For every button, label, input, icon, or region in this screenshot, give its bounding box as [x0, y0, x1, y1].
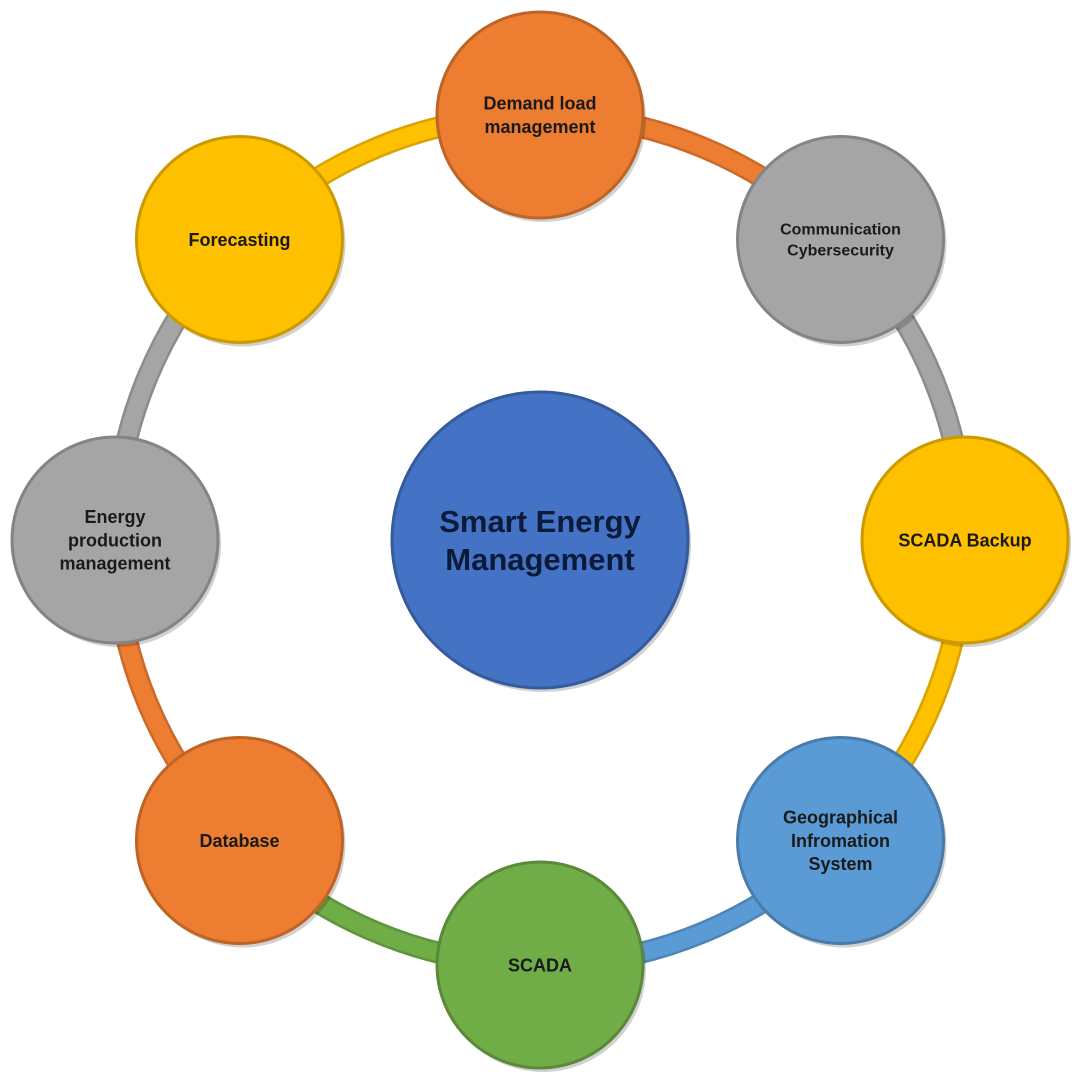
node-label: Energy production management: [59, 507, 170, 574]
node-forecasting: Forecasting: [134, 134, 346, 347]
node-label-line: Cybersecurity: [787, 242, 894, 259]
node-label-line: Forecasting: [188, 230, 290, 250]
center-circle: [390, 390, 690, 690]
node-circle: [435, 10, 645, 220]
node-label-line: Database: [199, 831, 279, 851]
node-label-line: SCADA: [508, 955, 572, 975]
node-label-line: Infromation: [791, 831, 890, 851]
node-circle: [134, 134, 344, 344]
node-label-line: Communication: [780, 222, 901, 239]
node-circle: [134, 736, 344, 946]
node-label: Demand load management: [483, 94, 596, 137]
node-label: Database: [199, 831, 279, 851]
node-label-line: System: [808, 854, 872, 874]
node-label-line: Demand load: [483, 94, 596, 114]
node-label: Forecasting: [188, 230, 290, 250]
node-label-line: SCADA Backup: [898, 530, 1031, 550]
node-circle: [860, 435, 1070, 645]
node-label-line: Geographical: [783, 807, 898, 827]
center-label-line: Smart Energy: [439, 504, 641, 539]
node-label-line: production: [68, 530, 162, 550]
node-circle: [736, 134, 946, 344]
node-demand-load-management: Demand load management: [435, 10, 646, 222]
node-circle: [10, 435, 220, 645]
node-label-line: management: [59, 554, 170, 574]
node-label: SCADA Backup: [898, 530, 1031, 550]
node-label-line: management: [484, 117, 595, 137]
node-circle: [736, 736, 946, 946]
node-energy-production-management: Energy production management: [10, 435, 221, 647]
node-database: Database: [134, 736, 346, 948]
node-scada: SCADA: [435, 860, 646, 1072]
node-label-line: Energy: [84, 507, 145, 527]
center-label-line: Management: [445, 542, 634, 577]
node-circle: [435, 860, 645, 1070]
node-scada-backup: SCADA Backup: [860, 435, 1071, 647]
node-label: SCADA: [508, 955, 572, 975]
